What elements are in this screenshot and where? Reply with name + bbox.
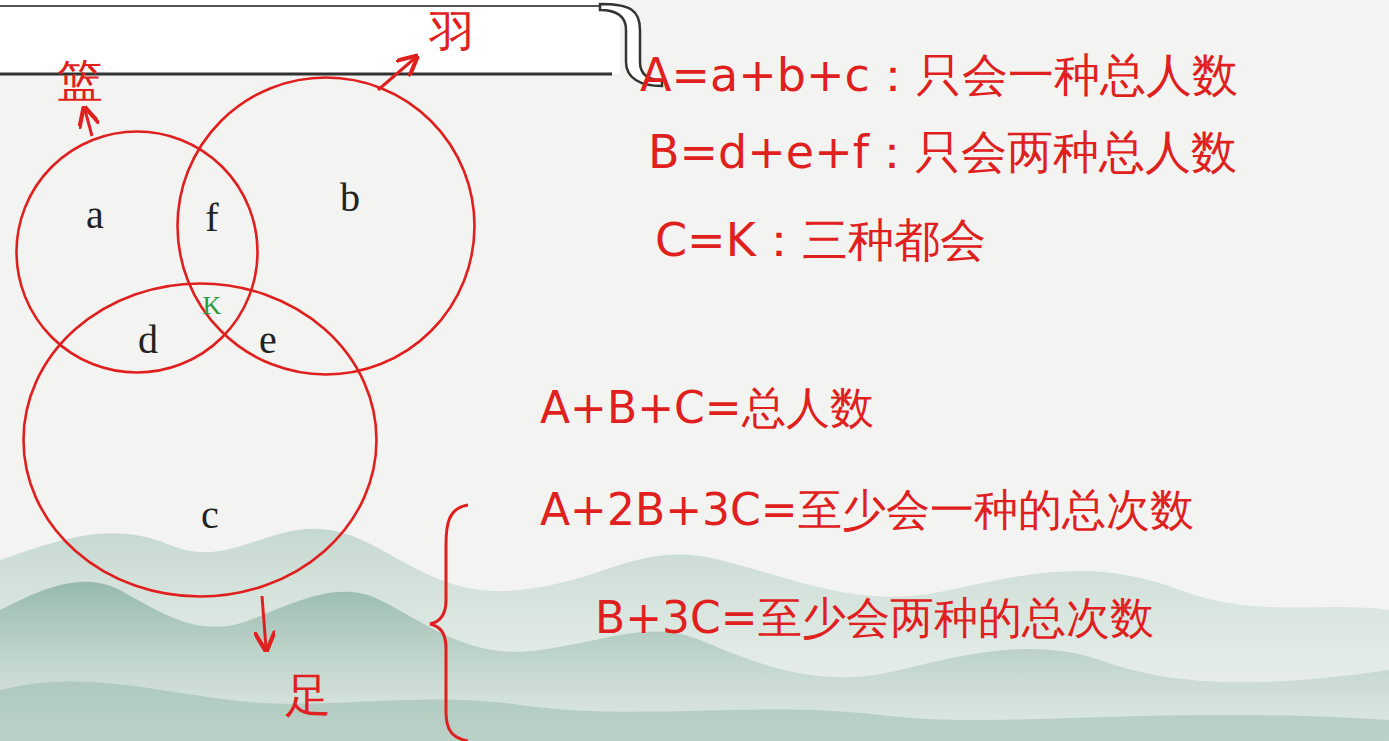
formula-note: B+3C=至少会两种的总次数: [595, 594, 1154, 642]
curly-brace: [430, 505, 468, 741]
leader-arrow: [262, 596, 266, 648]
region-letter: e: [259, 318, 277, 362]
region-letter: d: [138, 318, 158, 362]
circle-outline: [22, 282, 378, 598]
region-letter: K: [203, 292, 222, 321]
region-letter: f: [205, 196, 218, 240]
leader-arrow: [378, 58, 415, 90]
venn-circle: 篮: [15, 130, 259, 374]
venn-circle: 足: [22, 282, 378, 598]
region-letter: a: [86, 193, 104, 237]
circle-title: 篮: [57, 57, 103, 103]
circle-outline: [15, 130, 259, 374]
near-mountains: [0, 582, 1389, 741]
circle-outline: [17, 132, 258, 373]
circle-outline: [24, 284, 377, 597]
banner-edge: [0, 5, 610, 7]
region-letter: c: [201, 493, 219, 537]
formula-note: C=K：三种都会: [655, 215, 986, 266]
region-letter: b: [340, 176, 360, 220]
circle-title: 足: [285, 672, 331, 718]
leader-arrow: [85, 110, 92, 136]
foothills: [0, 681, 1389, 741]
circle-title: 羽: [429, 9, 475, 55]
formula-note: A+2B+3C=至少会一种的总次数: [540, 486, 1194, 534]
far-mountains: [0, 529, 1389, 741]
formula-note: A=a+b+c：只会一种总人数: [640, 50, 1238, 101]
formula-note: A+B+C=总人数: [540, 384, 874, 432]
formula-note: B=d+e+f：只会两种总人数: [648, 127, 1237, 178]
